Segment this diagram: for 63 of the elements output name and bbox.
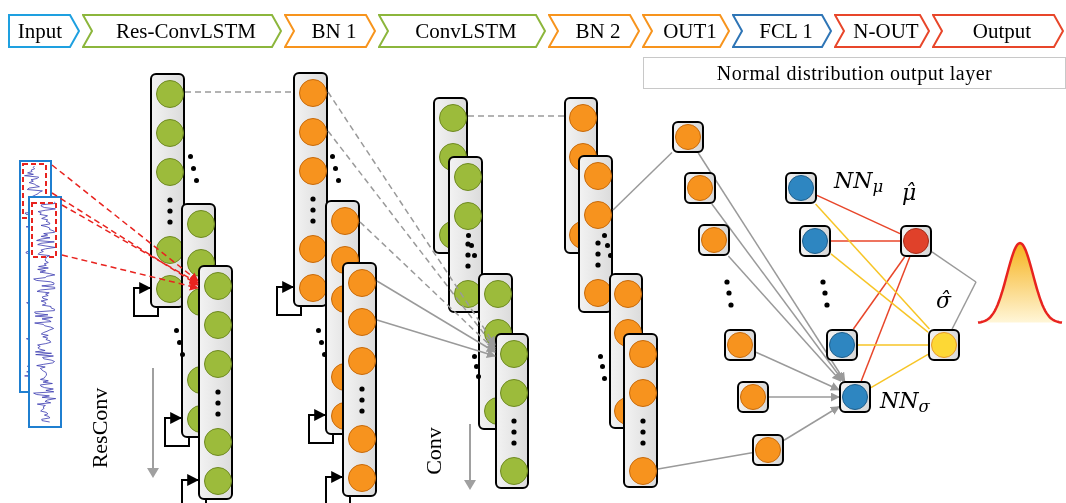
step-label: ConvLSTM xyxy=(414,20,517,42)
connector-line xyxy=(830,240,901,242)
connector-line xyxy=(327,91,496,346)
connector-line xyxy=(816,194,901,235)
loop-arrow xyxy=(181,474,207,503)
connector-line xyxy=(931,251,977,283)
loop-arrow xyxy=(308,409,334,444)
connector-line xyxy=(711,203,844,382)
connector-line xyxy=(870,353,929,389)
connector-line xyxy=(768,392,840,402)
connector-line xyxy=(612,151,673,211)
loop-arrow xyxy=(133,282,159,317)
connector-line xyxy=(857,344,929,346)
direction-label: ResConv xyxy=(89,387,111,469)
layer-title-box xyxy=(643,57,1066,89)
layer-title: Normal distribution output layer xyxy=(716,63,993,83)
stage-tab xyxy=(378,14,546,48)
connector-line xyxy=(727,255,842,382)
step-label: N-OUT xyxy=(852,20,919,42)
connector-line xyxy=(376,319,496,358)
stage-tab xyxy=(284,14,376,48)
stage-tab xyxy=(834,14,930,48)
step-label: Res-ConvLSTM xyxy=(115,20,256,42)
stage-tab xyxy=(548,14,640,48)
stage-tab xyxy=(82,14,282,48)
loop-arrow xyxy=(325,471,351,503)
layer-stack-drawing xyxy=(150,73,233,500)
connector-line xyxy=(852,256,906,330)
layer-stack-drawing xyxy=(564,97,658,488)
step-label: BN 1 xyxy=(310,20,357,42)
connector-line xyxy=(51,164,199,282)
stage-tab xyxy=(732,14,832,48)
step-label: Input xyxy=(17,20,64,42)
connector-line xyxy=(814,203,931,330)
loop-arrow xyxy=(276,281,302,316)
step-label: BN 2 xyxy=(574,20,621,42)
loop-arrow xyxy=(164,412,190,447)
connector-line xyxy=(783,406,840,441)
connector-line xyxy=(657,452,753,470)
layer-stack-drawing xyxy=(293,72,377,497)
connector-line xyxy=(359,221,496,351)
step-label: FCL 1 xyxy=(758,20,813,42)
connector-line xyxy=(51,192,199,286)
connector-line xyxy=(327,130,496,349)
direction-label: Conv xyxy=(423,427,445,475)
step-label: OUT1 xyxy=(662,20,717,42)
stage-tab xyxy=(642,14,730,48)
connector-line xyxy=(755,351,840,391)
connector-line xyxy=(697,152,846,382)
connector-line xyxy=(376,280,496,353)
connector-line xyxy=(860,256,911,382)
variable-label: NN$_{σ}$ xyxy=(880,390,930,412)
variable-label: σ̂ xyxy=(936,290,952,312)
connector-line xyxy=(61,204,199,284)
stage-tab xyxy=(8,14,80,48)
connector-line xyxy=(467,115,565,117)
stage-tab xyxy=(932,14,1064,48)
variable-label: μ̂ xyxy=(902,182,917,204)
step-label: Output xyxy=(971,20,1032,42)
connector-line xyxy=(61,254,199,291)
connector-line xyxy=(951,281,977,330)
connector-line xyxy=(830,253,929,333)
connector-line xyxy=(184,91,294,93)
